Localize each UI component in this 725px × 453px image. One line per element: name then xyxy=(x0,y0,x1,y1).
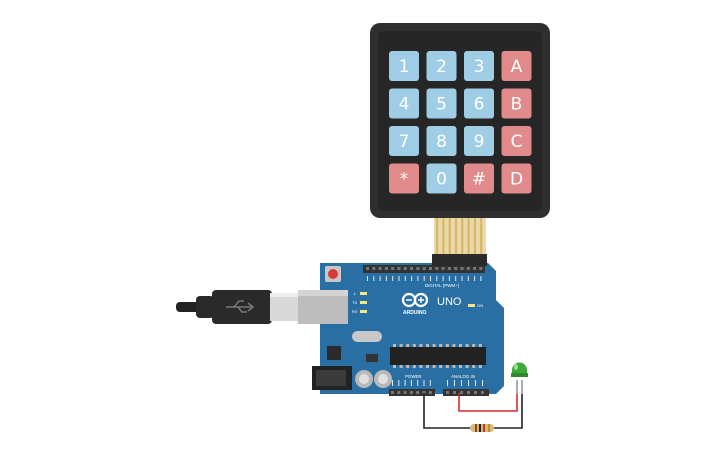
key-label: B xyxy=(511,95,523,115)
wires[interactable] xyxy=(423,393,523,429)
keypad-key-C[interactable]: C xyxy=(501,126,532,156)
key-label: * xyxy=(400,170,409,190)
key-cap xyxy=(464,126,494,156)
key-label: 3 xyxy=(474,57,485,77)
usb-cable[interactable] xyxy=(176,290,298,324)
model-label: UNO xyxy=(437,296,462,308)
usb-cable-strain xyxy=(196,296,214,318)
keypad-key-9[interactable]: 9 xyxy=(464,126,494,156)
key-label: 4 xyxy=(399,95,410,115)
keypad-key-6[interactable]: 6 xyxy=(464,88,494,119)
reset-button-cap[interactable] xyxy=(328,269,338,279)
key-cap xyxy=(389,126,419,156)
icsp-header xyxy=(366,354,378,362)
black-wire[interactable] xyxy=(423,393,470,429)
analog-header[interactable] xyxy=(443,389,489,396)
keypad-key-3[interactable]: 3 xyxy=(464,51,494,81)
keypad-keys: 1 2 3 A 4 5 6 B 7 8 9 C * 0 # D xyxy=(389,51,532,194)
key-cap xyxy=(501,163,532,194)
keypad-key-#[interactable]: # xyxy=(464,163,494,194)
led-label-rx: RX xyxy=(352,309,358,314)
key-cap xyxy=(426,51,457,81)
keypad-key-D[interactable]: D xyxy=(501,163,532,194)
brand-label: ARDUINO xyxy=(403,310,426,316)
key-label: # xyxy=(472,170,486,190)
keypad-key-7[interactable]: 7 xyxy=(389,126,419,156)
key-label: 5 xyxy=(436,95,447,115)
keypad-key-A[interactable]: A xyxy=(501,51,532,81)
green-led[interactable] xyxy=(511,362,528,394)
key-label: 9 xyxy=(474,132,485,152)
key-label: 7 xyxy=(399,132,410,152)
key-cap xyxy=(501,88,532,119)
keypad-key-5[interactable]: 5 xyxy=(426,88,457,119)
keypad[interactable]: 1 2 3 A 4 5 6 B 7 8 9 C * 0 # D xyxy=(370,23,550,218)
red-wire[interactable] xyxy=(458,393,518,412)
key-label: 6 xyxy=(474,95,485,115)
key-cap xyxy=(464,88,494,119)
on-led xyxy=(468,304,475,307)
resistor[interactable] xyxy=(470,424,494,432)
led-label-tx: TX xyxy=(352,300,357,305)
arduino-logo: ARDUINO xyxy=(401,292,429,316)
led-label-l: L xyxy=(354,291,357,296)
keypad-key-2[interactable]: 2 xyxy=(426,51,457,81)
atmega-chip xyxy=(390,347,486,365)
digital-pins xyxy=(366,254,487,270)
key-label: 8 xyxy=(436,132,447,152)
keypad-key-8[interactable]: 8 xyxy=(426,126,457,156)
keypad-key-0[interactable]: 0 xyxy=(426,163,457,194)
key-label: 1 xyxy=(399,57,410,77)
keypad-key-4[interactable]: 4 xyxy=(389,88,419,119)
key-cap xyxy=(389,88,419,119)
key-label: C xyxy=(511,132,523,152)
analog-label: ANALOG IN xyxy=(451,374,475,379)
key-cap xyxy=(389,51,419,81)
key-cap xyxy=(389,163,419,194)
key-label: 2 xyxy=(436,57,447,77)
key-cap xyxy=(464,163,494,194)
key-cap xyxy=(426,126,457,156)
arduino-uno-board[interactable]: L TX RX ON ARDUINO UNO DIGITAL (PWM~) PO… xyxy=(298,254,504,396)
status-leds: L TX RX xyxy=(352,291,367,314)
key-label: 0 xyxy=(436,170,447,190)
key-cap xyxy=(501,126,532,156)
key-cap xyxy=(464,51,494,81)
power-label: POWER xyxy=(405,374,422,379)
keypad-key-1[interactable]: 1 xyxy=(389,51,419,81)
key-cap xyxy=(426,88,457,119)
regulator xyxy=(327,346,341,360)
black-wire-2[interactable] xyxy=(494,394,523,429)
key-label: A xyxy=(511,57,523,77)
crystal xyxy=(352,331,382,342)
resistor-body xyxy=(470,424,494,432)
keypad-key-*[interactable]: * xyxy=(389,163,419,194)
keypad-ribbon-cable xyxy=(434,218,486,256)
key-label: D xyxy=(510,170,523,190)
digital-label: DIGITAL (PWM~) xyxy=(425,283,460,288)
key-cap xyxy=(501,51,532,81)
keypad-key-B[interactable]: B xyxy=(501,88,532,119)
usb-icon xyxy=(226,300,255,313)
on-label: ON xyxy=(477,303,483,308)
usb-plug-metal xyxy=(270,293,298,321)
key-cap xyxy=(426,163,457,194)
